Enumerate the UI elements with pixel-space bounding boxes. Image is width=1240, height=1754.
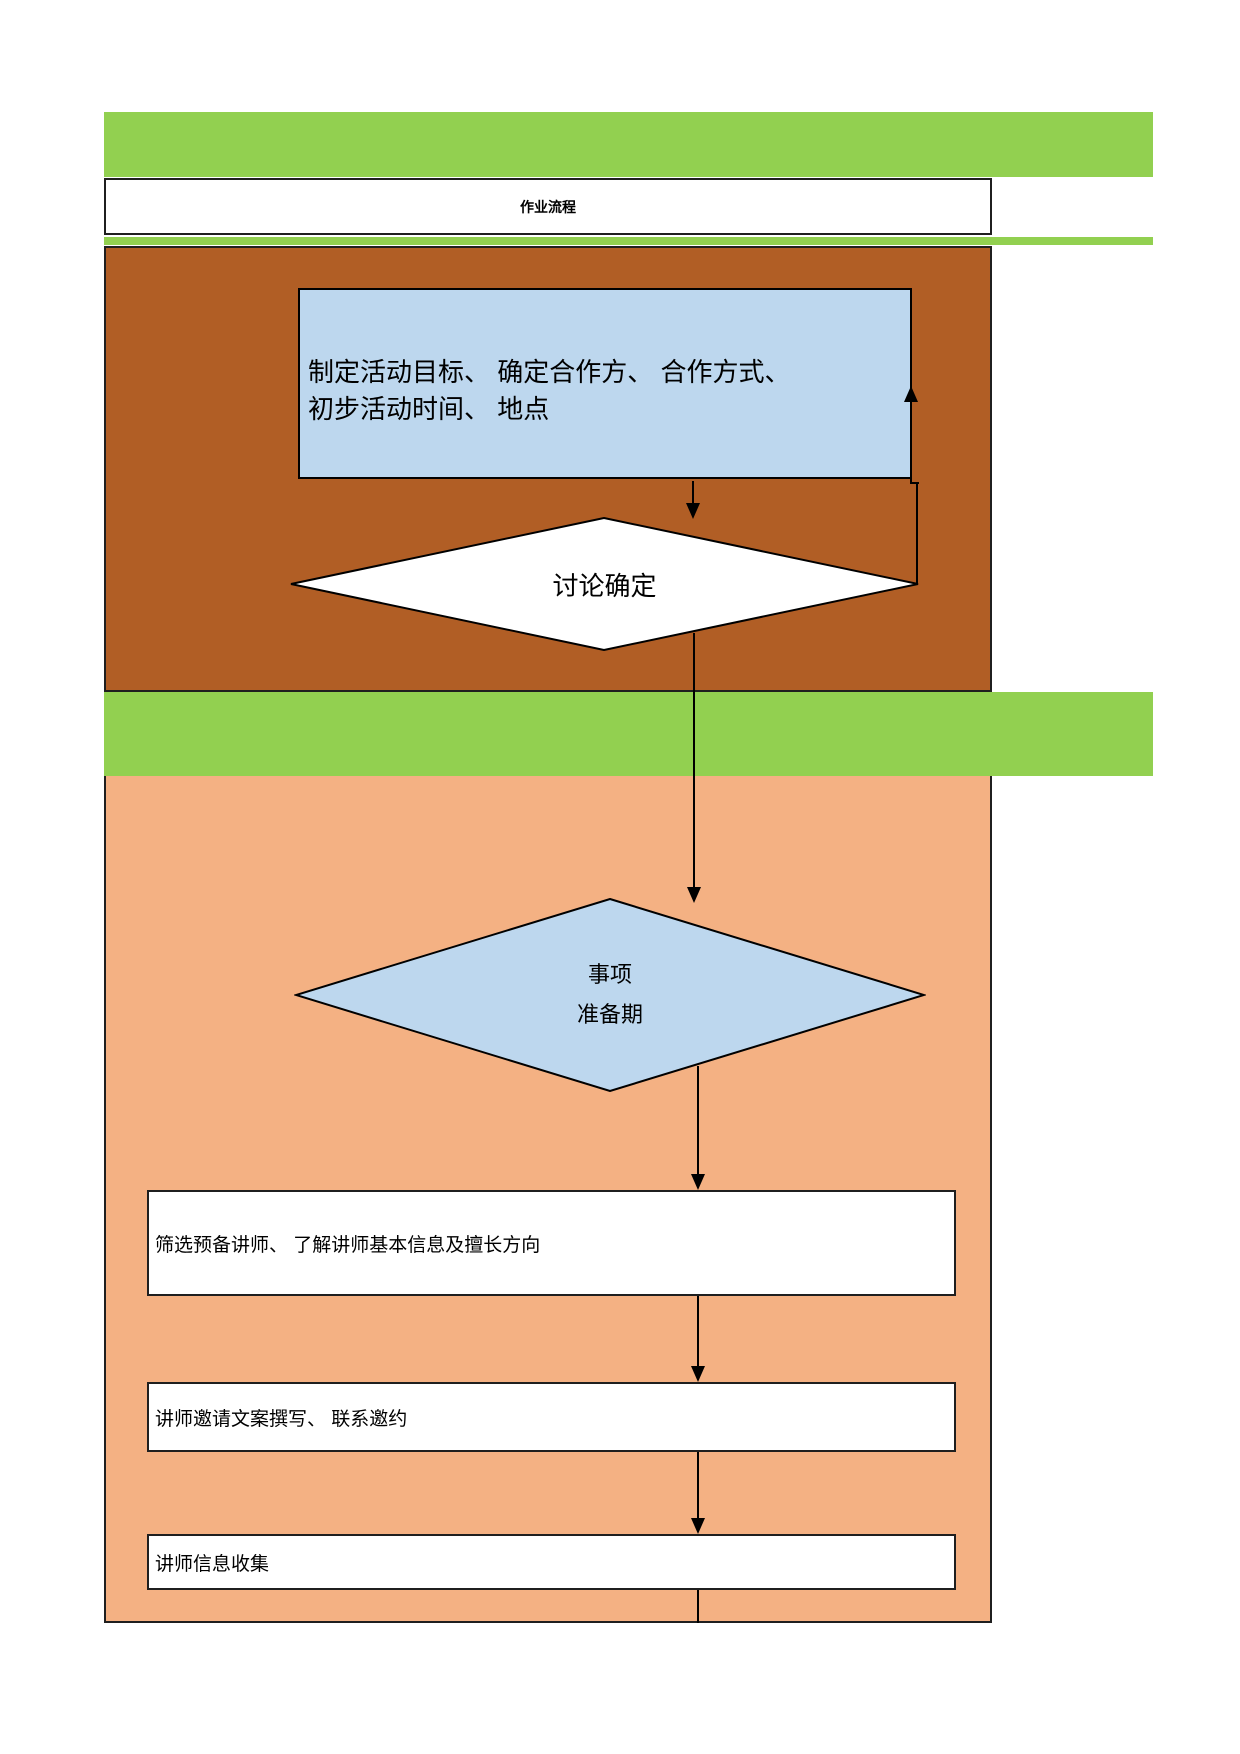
step-box-screen-lecturers[interactable]: 筛选预备讲师、 了解讲师基本信息及擅长方向 xyxy=(147,1190,956,1296)
decision-label: 事项 准备期 xyxy=(294,898,926,1092)
arrowhead-down-diamond1 xyxy=(686,503,700,519)
diamond-shape xyxy=(290,517,919,651)
process-box-activity-goals[interactable]: 制定活动目标、 确定合作方、 合作方式、 初步活动时间、 地点 xyxy=(298,288,912,479)
decision-label: 讨论确定 xyxy=(552,570,657,601)
arrowhead-down-step3 xyxy=(691,1518,705,1534)
decision-label-line1: 事项 xyxy=(587,962,632,987)
connector-step3-continuation xyxy=(697,1590,699,1623)
step-box-invitation-copywriting[interactable]: 讲师邀请文案撰写、 联系邀约 xyxy=(147,1382,956,1452)
step-label: 讲师信息收集 xyxy=(155,1553,270,1575)
feedback-line-jog xyxy=(910,482,919,484)
connector-diamond2-to-step1 xyxy=(697,1066,699,1174)
decision-diamond-discuss-confirm[interactable]: 讨论确定 xyxy=(289,517,920,651)
connector-step1-to-step2 xyxy=(697,1296,699,1366)
connector-processbox-to-diamond1 xyxy=(692,481,694,505)
arrowhead-down-step2 xyxy=(691,1366,705,1382)
arrowhead-down-diamond2 xyxy=(687,887,701,903)
diamond-shape xyxy=(294,898,926,1092)
process-box-line1: 制定活动目标、 确定合作方、 合作方式、 xyxy=(308,356,791,387)
feedback-line-vertical-lower xyxy=(916,483,918,585)
connector-step2-to-step3 xyxy=(697,1452,699,1518)
green-band-middle xyxy=(104,692,1153,776)
connector-diamond1-to-diamond2 xyxy=(693,633,695,887)
green-band-top xyxy=(104,112,1153,177)
arrowhead-down-step1 xyxy=(691,1174,705,1190)
feedback-line-vertical-upper xyxy=(910,400,912,484)
step-label: 筛选预备讲师、 了解讲师基本信息及擅长方向 xyxy=(155,1234,541,1256)
flowchart-title-box: 作业流程 xyxy=(104,178,992,235)
green-strip-under-title xyxy=(104,237,1153,245)
step-box-lecturer-info-collection[interactable]: 讲师信息收集 xyxy=(147,1534,956,1590)
process-box-line2: 初步活动时间、 地点 xyxy=(308,393,550,424)
flowchart-title: 作业流程 xyxy=(520,198,576,215)
step-label: 讲师邀请文案撰写、 联系邀约 xyxy=(155,1408,408,1430)
decision-label-line2: 准备期 xyxy=(576,1002,643,1027)
arrowhead-up-processbox xyxy=(904,386,918,402)
decision-diamond-preparation-period[interactable]: 事项 准备期 xyxy=(294,898,926,1092)
